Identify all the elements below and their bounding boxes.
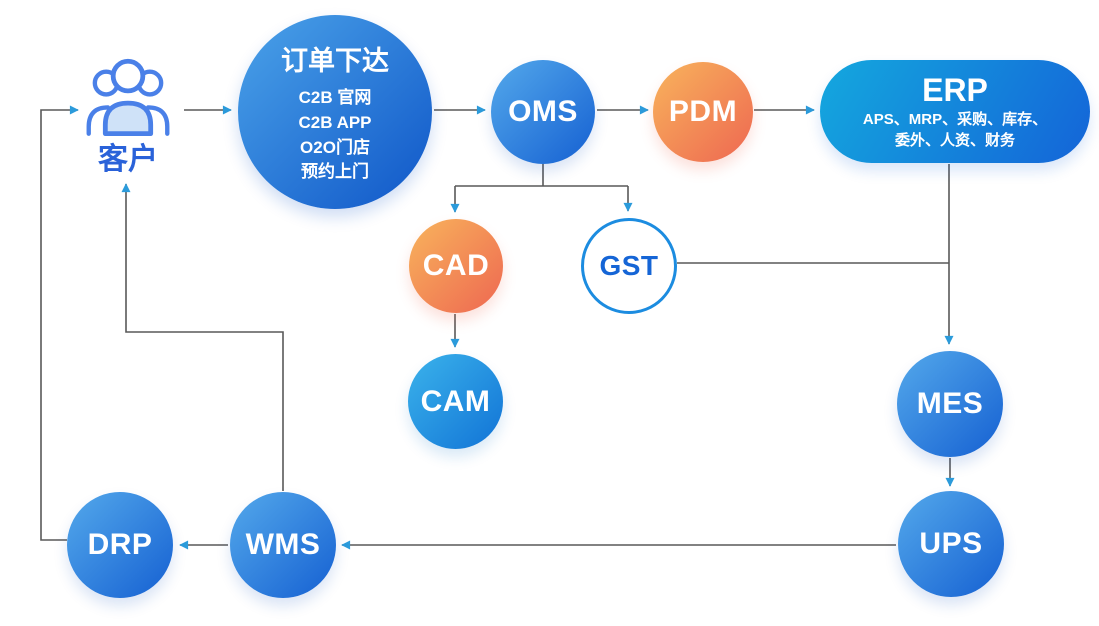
edge-wms-customer (121, 183, 284, 491)
node-erp: ERP APS、MRP、采购、库存、 委外、人资、财务 (820, 60, 1090, 163)
erp-modules-line1: APS、MRP、采购、库存、 (862, 110, 1048, 128)
node-cam: CAM (408, 354, 503, 449)
node-drp: DRP (67, 492, 173, 598)
cad-label: CAD (422, 249, 490, 282)
order-channel-o2o-store: O2O门店 (300, 137, 370, 157)
node-gst: GST (581, 218, 677, 314)
ups-label: UPS (919, 527, 983, 560)
edge-drp-customer (40, 105, 79, 541)
order-channel-appointment: 预约上门 (301, 162, 369, 182)
erp-modules-line2: 委外、人资、财务 (894, 131, 1015, 149)
pdm-label: PDM (668, 95, 738, 128)
customer-label: 客户 (98, 143, 158, 176)
drp-label: DRP (87, 528, 153, 561)
wms-label: WMS (245, 528, 321, 561)
node-ups: UPS (898, 491, 1004, 597)
node-mes: MES (897, 351, 1003, 457)
order-title: 订单下达 (281, 46, 389, 77)
mes-label: MES (916, 387, 984, 420)
customers-icon (86, 58, 170, 137)
node-cad: CAD (409, 219, 503, 313)
node-pdm: PDM (653, 62, 753, 162)
node-oms: OMS (491, 60, 595, 164)
node-order: 订单下达 C2B 官网 C2B APP O2O门店 预约上门 (238, 15, 432, 209)
gst-label: GST (599, 250, 659, 281)
oms-label: OMS (508, 95, 578, 128)
order-channel-c2b-web: C2B 官网 (298, 88, 372, 108)
cam-label: CAM (420, 384, 491, 418)
erp-title: ERP (922, 72, 988, 109)
order-channel-c2b-app: C2B APP (298, 112, 372, 132)
node-wms: WMS (230, 492, 336, 598)
